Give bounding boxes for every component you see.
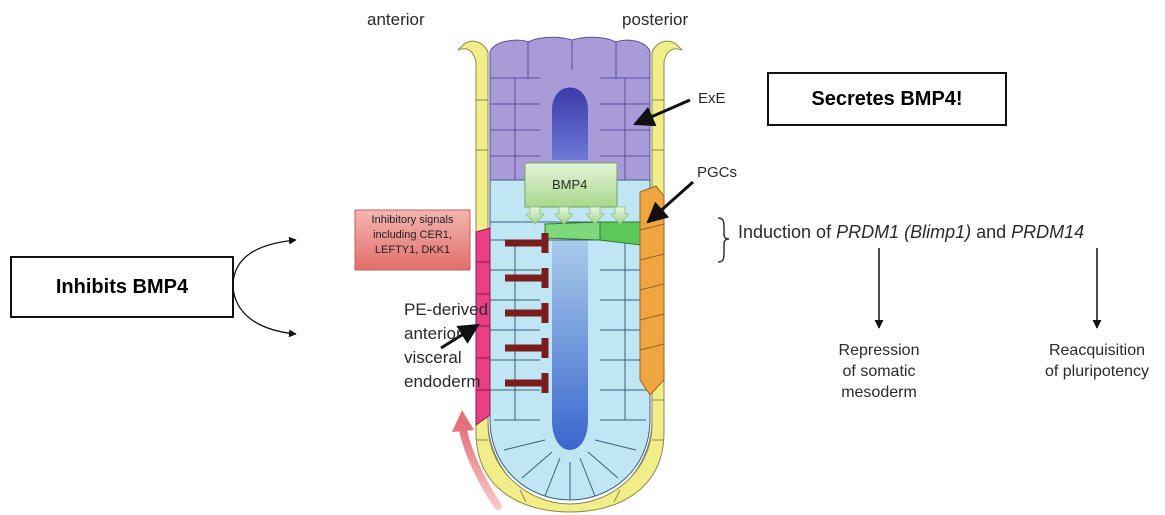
posterior-label: posterior	[622, 10, 688, 30]
reacquisition-line-2: of pluripotency	[1030, 361, 1164, 382]
inhibitory-line-1: Inhibitory signals	[355, 213, 470, 228]
inhibits-bmp4-callout: Inhibits BMP4	[10, 256, 234, 318]
exe-label: ExE	[698, 90, 726, 107]
repression-outcome: Repression of somatic mesoderm	[819, 340, 939, 403]
anterior-label: anterior	[367, 10, 425, 30]
exe-region	[490, 37, 650, 180]
pgcs-label: PGCs	[697, 164, 737, 181]
pe-line-2: anterior	[404, 322, 488, 346]
pe-line-1: PE-derived	[404, 298, 488, 322]
inhibitory-line-2: including CER1,	[355, 228, 470, 243]
inhibits-curve-arrow-top	[233, 240, 296, 283]
repression-line-2: of somatic	[819, 361, 939, 382]
inhibits-curve-arrow-bottom	[233, 287, 296, 334]
reacquisition-outcome: Reacquisition of pluripotency	[1030, 340, 1164, 382]
induction-prefix: Induction of	[738, 222, 836, 242]
repression-line-3: mesoderm	[819, 382, 939, 403]
pe-line-3: visceral	[404, 346, 488, 370]
secretes-bmp4-callout: Secretes BMP4!	[767, 72, 1007, 126]
inhibitory-signals-text: Inhibitory signals including CER1, LEFTY…	[355, 213, 470, 258]
repression-line-1: Repression	[819, 340, 939, 361]
bmp4-label: BMP4	[552, 177, 587, 192]
gene-prdm14: PRDM14	[1011, 222, 1084, 242]
induction-middle: and	[971, 222, 1011, 242]
induction-bracket	[718, 218, 729, 262]
reacquisition-line-1: Reacquisition	[1030, 340, 1164, 361]
gene-prdm1: PRDM1 (Blimp1)	[836, 222, 971, 242]
pe-line-4: endoderm	[404, 370, 488, 394]
induction-text: Induction of PRDM1 (Blimp1) and PRDM14	[738, 222, 1084, 243]
pe-derived-label: PE-derived anterior visceral endoderm	[404, 298, 488, 394]
inhibitory-line-3: LEFTY1, DKK1	[355, 243, 470, 258]
